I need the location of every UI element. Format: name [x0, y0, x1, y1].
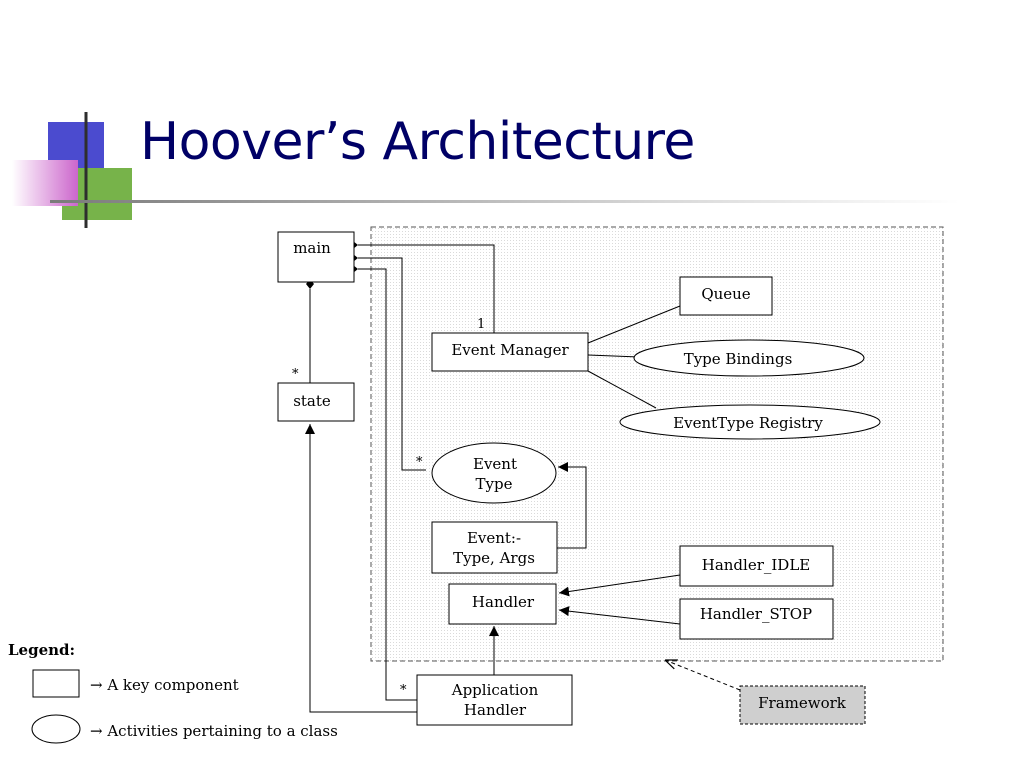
main-to-event-type-line — [358, 257, 426, 471]
purple-square — [12, 160, 78, 206]
framework-pointer-arrow — [665, 660, 741, 691]
state-box — [277, 382, 355, 422]
main-to-event-manager-line — [358, 244, 495, 333]
queue-box — [679, 276, 773, 316]
app-handler-to-state-arrow — [305, 424, 417, 713]
eventtype-registry-ellipse — [619, 404, 881, 440]
event-manager-to-registry-line — [587, 370, 657, 409]
connectors — [305, 244, 741, 713]
type-bindings-ellipse — [633, 339, 865, 377]
handler-idle-box — [679, 545, 834, 587]
framework-box — [739, 685, 866, 725]
main-label: main — [293, 239, 331, 257]
legend-box-label: → A key component — [90, 676, 239, 694]
handler-idle-arrow — [558, 574, 681, 597]
queue-label: Queue — [701, 285, 750, 303]
legend: Legend: → A key component → Activities p… — [8, 641, 338, 744]
main-to-app-handler-line — [358, 268, 417, 701]
main-box — [277, 231, 355, 283]
legend-ellipse-swatch — [31, 714, 81, 744]
type-bindings-label: Type Bindings — [684, 350, 793, 368]
handler-stop-arrow — [558, 606, 681, 625]
legend-box-swatch — [32, 669, 80, 698]
app-handler-box — [416, 674, 573, 726]
state-label: state — [293, 392, 331, 410]
event-manager-to-queue-line — [587, 305, 681, 344]
decorative-squares — [12, 112, 960, 228]
handler-box — [448, 583, 557, 625]
event-manager-box — [431, 332, 589, 372]
event-manager-to-type-bindings-line — [587, 354, 639, 358]
title-rule — [50, 200, 960, 203]
multiplicity-app-handler: * — [400, 683, 407, 698]
event-type-label-line1: Event — [473, 455, 517, 473]
handler-label: Handler — [472, 593, 535, 611]
handler-stop-label: Handler_STOP — [700, 605, 812, 623]
legend-ellipse-label: → Activities pertaining to a class — [90, 722, 338, 740]
legend-title: Legend: — [8, 641, 75, 659]
handler-idle-label: Handler_IDLE — [702, 556, 811, 574]
multiplicity-event-manager: 1 — [477, 317, 485, 332]
event-label-line2: Type, Args — [453, 549, 535, 567]
page-title: Hoover’s Architecture — [140, 112, 695, 172]
framework-label: Framework — [758, 694, 847, 712]
multiplicity-event-type: * — [416, 455, 423, 470]
multiplicity-state: * — [292, 367, 299, 382]
eventtype-registry-label: EventType Registry — [673, 414, 823, 432]
event-type-ellipse — [431, 442, 557, 504]
event-box — [431, 521, 558, 574]
event-manager-label: Event Manager — [451, 341, 569, 359]
app-handler-label-line2: Handler — [464, 701, 527, 719]
event-type-label-line2: Type — [476, 475, 513, 493]
event-to-event-type-arrow — [557, 462, 587, 549]
app-handler-label-line1: Application — [451, 681, 539, 699]
handler-stop-box — [679, 598, 834, 640]
event-label-line1: Event:- — [467, 529, 521, 547]
